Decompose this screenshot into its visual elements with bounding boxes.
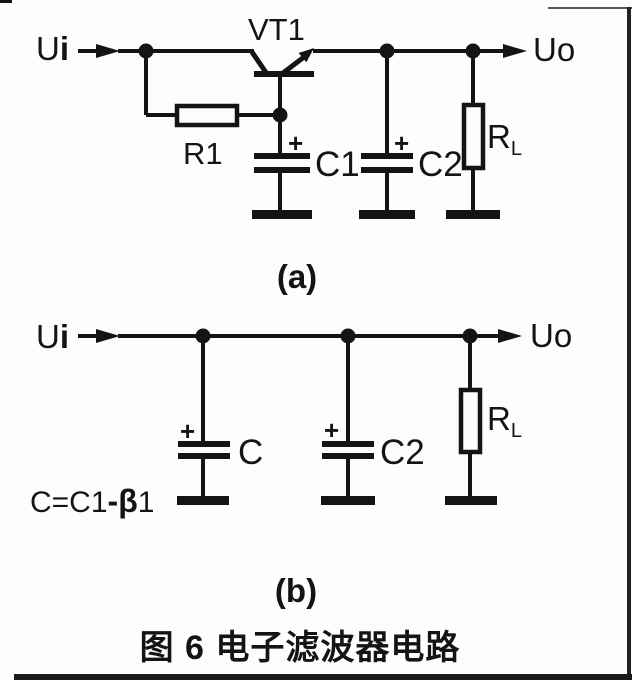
c-label: C [238,433,263,472]
c2b-plate-bottom [322,453,374,459]
c2a-label: C2 [418,145,463,184]
junction-dot-base [272,107,288,123]
scan-edge-mark [0,0,12,3]
resistor-r1-body [174,103,240,128]
input-arrowhead-icon-b [96,329,120,343]
output-arrowhead-icon [503,44,527,58]
c1-plate-bottom [254,167,310,173]
ground-symbol-load-b [445,496,497,505]
c2a-plate-bottom [361,167,413,173]
c1-plate-top [254,153,310,159]
output-label-b: Uo [530,317,572,354]
input-label-b: Ui [36,318,69,355]
c1-polarity-plus: + [288,128,303,158]
c-plate-top [178,441,230,447]
load-label-b: RL [487,400,522,442]
bottom-border [14,674,632,680]
c-plate-bottom [178,453,230,459]
c2a-plate-top [361,153,413,159]
input-arrowhead-icon [96,44,120,58]
transistor-emitter [281,55,306,75]
output-arrowhead-icon-b [498,329,522,343]
sub-label-a: (a) [277,258,317,295]
c2b-label: C2 [380,433,425,472]
figure-caption: 图 6 电子滤波器电路 [140,629,461,667]
circuit-b: Ui Uo + C + C2 RL C=C1-β1 [30,317,572,609]
c1-label: C1 [315,145,360,184]
load-resistor-body-b [458,387,483,455]
ground-symbol-c1 [252,210,312,219]
c-polarity-plus: + [180,416,195,446]
transistor-collector [249,50,270,76]
ground-symbol-c2a [359,210,415,219]
ground-symbol-load-a [446,210,500,219]
resistor-r1-label: R1 [183,136,223,171]
transistor-label: VT1 [248,12,305,47]
input-label-a: Ui [36,30,69,67]
load-resistor-body-a [461,102,486,171]
output-label-a: Uo [533,31,575,68]
load-label-a: RL [487,118,522,160]
c2b-polarity-plus: + [324,415,339,445]
c2a-polarity-plus: + [394,128,409,158]
right-border [627,7,631,680]
ground-symbol-c2b [321,496,375,505]
sub-label-b: (b) [275,572,317,609]
ground-symbol-c [177,496,229,505]
transistor-emitter-arrowhead-icon [298,48,314,63]
top-right-border [548,7,632,9]
capacitance-formula: C=C1-β1 [30,483,154,519]
circuit-a: Ui VT1 Uo R1 + C1 [36,12,575,295]
c2b-plate-top [322,441,374,447]
